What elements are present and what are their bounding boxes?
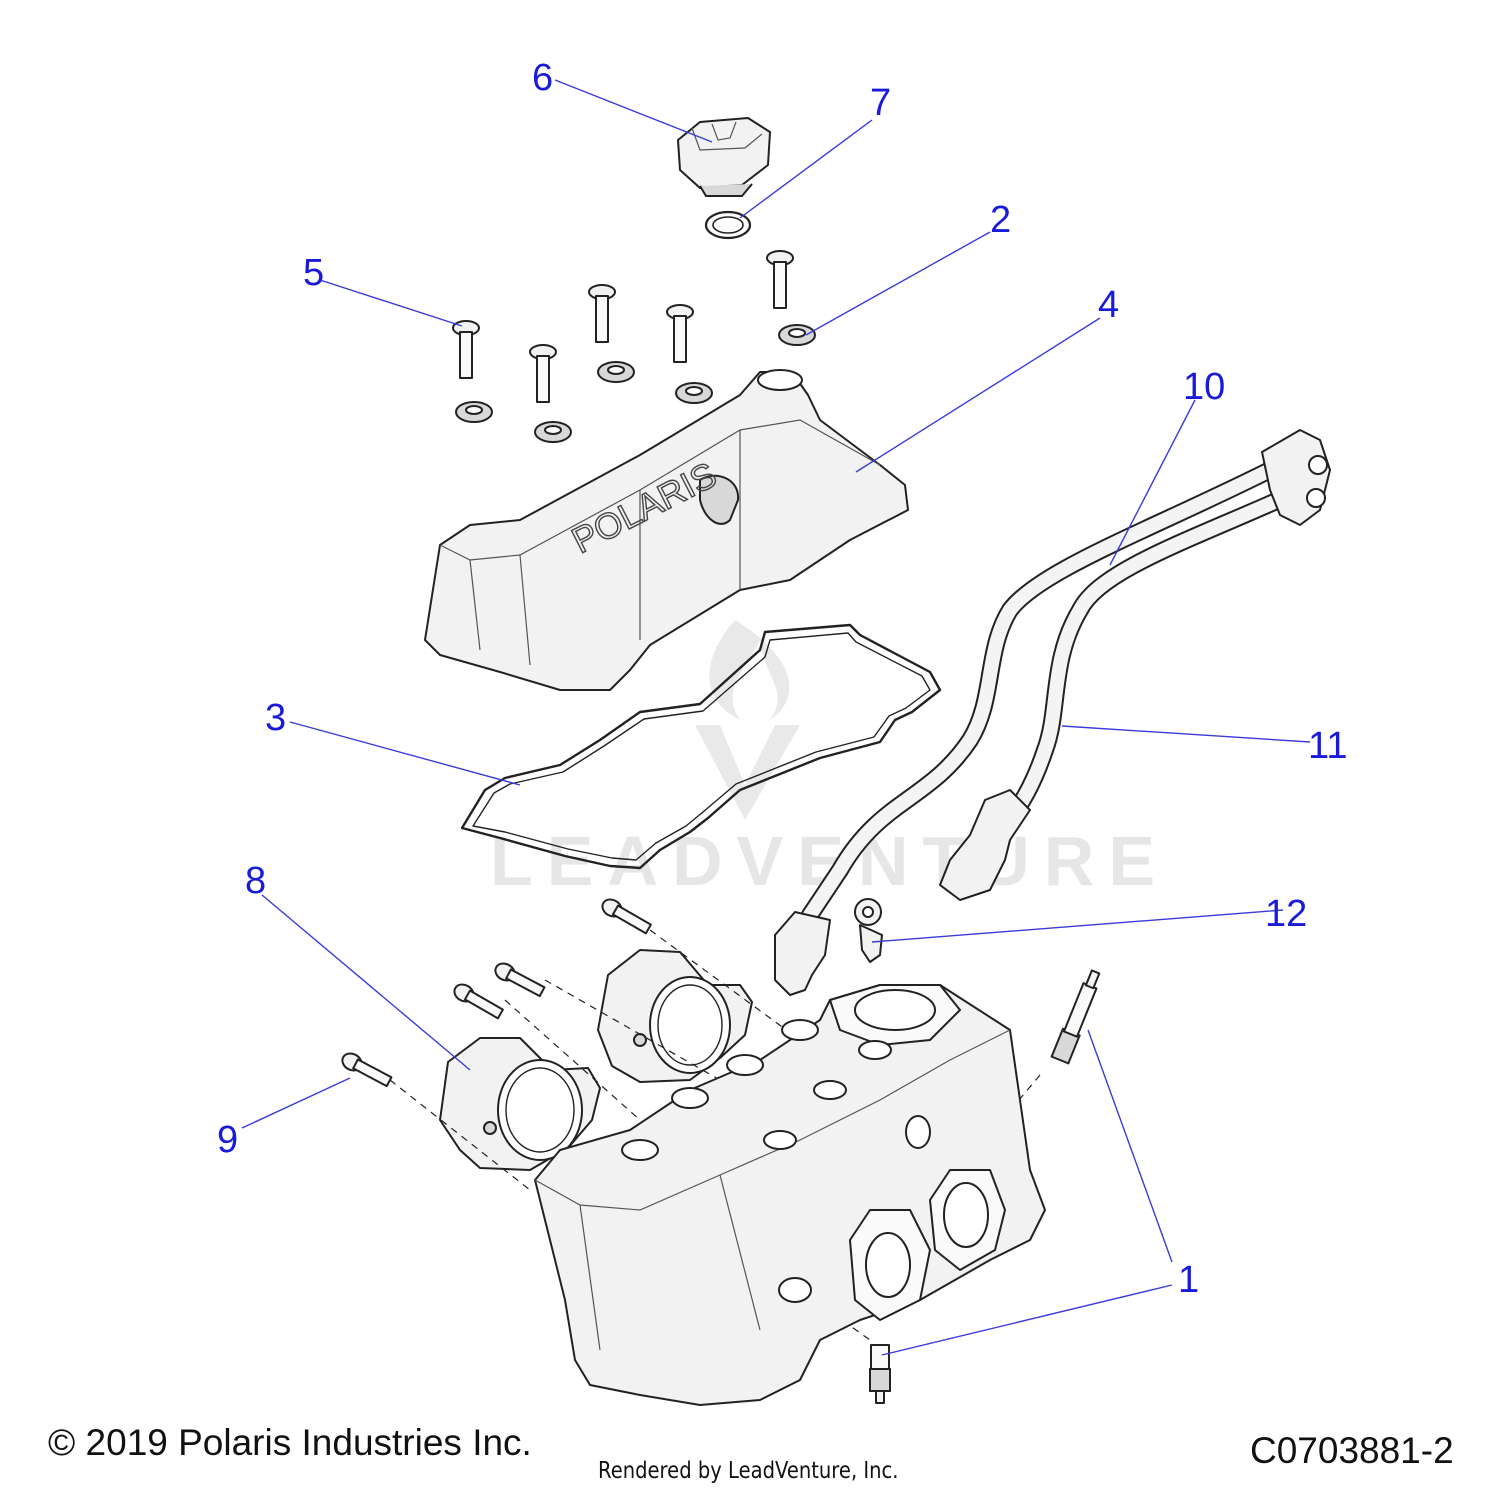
cylinder-head[interactable] <box>534 984 1046 1406</box>
grommet-washers[interactable] <box>455 324 816 443</box>
callout-9[interactable]: 9 <box>217 1119 238 1161</box>
rendered-by-text: Rendered by LeadVenture, Inc. <box>598 1458 899 1484</box>
callout-7[interactable]: 7 <box>870 82 891 124</box>
callout-labels: 1 2 3 4 5 6 7 8 9 10 11 12 <box>217 57 1347 1301</box>
spark-plugs[interactable] <box>869 969 1104 1404</box>
callout-1[interactable]: 1 <box>1178 1259 1199 1301</box>
callout-2[interactable]: 2 <box>990 199 1011 241</box>
o-ring[interactable] <box>704 210 752 240</box>
callout-6[interactable]: 6 <box>532 57 553 99</box>
callout-3[interactable]: 3 <box>265 697 286 739</box>
callout-10[interactable]: 10 <box>1183 366 1225 408</box>
callout-8[interactable]: 8 <box>245 860 266 902</box>
callout-4[interactable]: 4 <box>1098 284 1119 326</box>
intake-boots[interactable] <box>439 949 753 1171</box>
callout-12[interactable]: 12 <box>1265 893 1307 935</box>
intake-bolts[interactable] <box>339 896 652 1089</box>
cover-bolts[interactable] <box>452 250 794 403</box>
diagram-code: C0703881-2 <box>1250 1430 1454 1471</box>
leader-lines <box>241 79 1311 1356</box>
copyright-text: © 2019 Polaris Industries Inc. <box>48 1422 532 1463</box>
breather-hoses[interactable] <box>774 429 1331 996</box>
callout-11[interactable]: 11 <box>1308 725 1347 767</box>
oil-filler-cap[interactable] <box>677 117 771 197</box>
valve-cover-gasket[interactable] <box>460 623 942 870</box>
breather-fitting[interactable] <box>854 898 883 963</box>
valve-cover[interactable]: POLARIS <box>424 369 909 691</box>
callout-5[interactable]: 5 <box>303 252 324 294</box>
